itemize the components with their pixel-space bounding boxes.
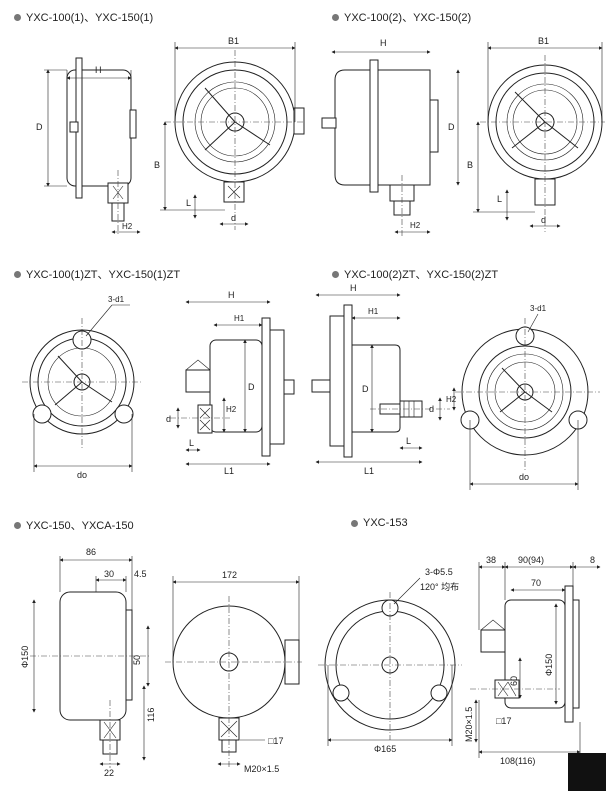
dim-b1: B1 (228, 36, 239, 46)
side-view-yxc-100-1 (44, 57, 141, 235)
dim-d-small: d (429, 404, 434, 414)
dim-116: 116 (146, 708, 156, 722)
heading-text: YXC-100(1)ZT、YXC-150(1)ZT (26, 269, 181, 281)
dim-22: 22 (104, 768, 114, 778)
dim-8: 8 (590, 555, 595, 565)
bullet-icon (351, 519, 358, 527)
front-view-yxc-153 (318, 577, 462, 746)
bullet-icon (332, 270, 339, 278)
dim-sq17: □17 (268, 736, 283, 746)
dim-h2: H2 (122, 222, 133, 231)
dim-l: L (406, 436, 411, 446)
dim-m20-153: M20×1.5 (464, 707, 474, 742)
dim-l: L (189, 438, 194, 448)
heading-text: YXC-100(1)、YXC-150(1) (26, 12, 154, 24)
front-view-yxc-100-1 (160, 42, 305, 230)
side-view-yxc-100-2zt (311, 293, 456, 464)
dim-holes: 3-Φ5.5 (425, 567, 453, 577)
dim-l1: L1 (224, 466, 234, 476)
dim-50: 50 (132, 655, 142, 665)
dim-d-small: d (541, 215, 546, 225)
heading-yxc-153: YXC-153 (351, 517, 408, 529)
dim-60: 60 (509, 676, 519, 686)
bullet-icon (332, 13, 339, 21)
dim-m20: M20×1.5 (244, 764, 279, 774)
dim-b: B (154, 160, 160, 170)
dim-4-5: 4.5 (134, 569, 147, 579)
dim-70: 70 (531, 578, 541, 588)
dim-d: D (448, 122, 455, 132)
dim-d: D (36, 122, 43, 132)
dim-86: 86 (86, 547, 96, 557)
dim-3-d1: 3-d1 (108, 295, 125, 304)
dim-phi150-153: Φ150 (544, 654, 554, 676)
side-view-yxc-100-1zt (170, 300, 295, 466)
dim-d: D (362, 384, 369, 394)
dim-h: H (350, 283, 357, 293)
side-view-yxc-100-2 (321, 50, 460, 236)
dim-l: L (497, 194, 502, 204)
seal-stamp (568, 753, 606, 791)
heading-yxc-100-2: YXC-100(2)、YXC-150(2) (332, 9, 471, 25)
side-view-yxc-150 (30, 556, 150, 768)
dim-38: 38 (486, 555, 496, 565)
bullet-icon (14, 270, 21, 278)
dim-h1: H1 (234, 314, 245, 323)
dim-h2: H2 (226, 405, 237, 414)
front-view-yxc-150 (165, 576, 302, 768)
heading-yxc-100-1zt: YXC-100(1)ZT、YXC-150(1)ZT (14, 266, 180, 282)
dim-sq17-153: □17 (496, 716, 511, 726)
dim-angle: 120° 均布 (420, 581, 459, 592)
dim-b: B (467, 160, 473, 170)
side-view-yxc-153 (470, 562, 601, 758)
heading-yxc-150: YXC-150、YXCA-150 (14, 517, 134, 533)
heading-text: YXC-100(2)、YXC-150(2) (344, 12, 472, 24)
dim-b1: B1 (538, 36, 549, 46)
heading-yxc-100-1: YXC-100(1)、YXC-150(1) (14, 9, 153, 25)
dim-h1: H1 (368, 307, 379, 316)
dim-d-small: d (231, 213, 236, 223)
dim-3-d1: 3-d1 (530, 304, 547, 313)
bullet-icon (14, 13, 21, 21)
dim-h: H (228, 290, 235, 300)
dim-l: L (186, 198, 191, 208)
dim-h: H (380, 38, 387, 48)
dim-h2: H2 (410, 221, 421, 230)
front-view-yxc-100-1zt (22, 304, 142, 472)
heading-yxc-100-2zt: YXC-100(2)ZT、YXC-150(2)ZT (332, 266, 498, 282)
dim-phi150: Φ150 (20, 646, 30, 668)
heading-text: YXC-100(2)ZT、YXC-150(2)ZT (344, 269, 499, 281)
dim-phi165: Φ165 (374, 744, 396, 754)
front-view-yxc-100-2zt (455, 313, 600, 490)
dim-108: 108(116) (500, 756, 535, 766)
dim-do: do (519, 472, 529, 482)
dim-h2: H2 (446, 395, 457, 404)
heading-text: YXC-150、YXCA-150 (26, 520, 134, 532)
dim-d: D (248, 382, 255, 392)
dim-172: 172 (222, 570, 237, 580)
dim-d-small: d (166, 414, 171, 424)
dim-do: do (77, 470, 87, 480)
dim-h: H (95, 65, 102, 75)
dim-l1: L1 (364, 466, 374, 476)
bullet-icon (14, 521, 21, 529)
heading-text: YXC-153 (363, 517, 408, 529)
dim-90: 90(94) (518, 555, 544, 565)
front-view-yxc-100-2 (473, 42, 605, 232)
dim-30: 30 (104, 569, 114, 579)
